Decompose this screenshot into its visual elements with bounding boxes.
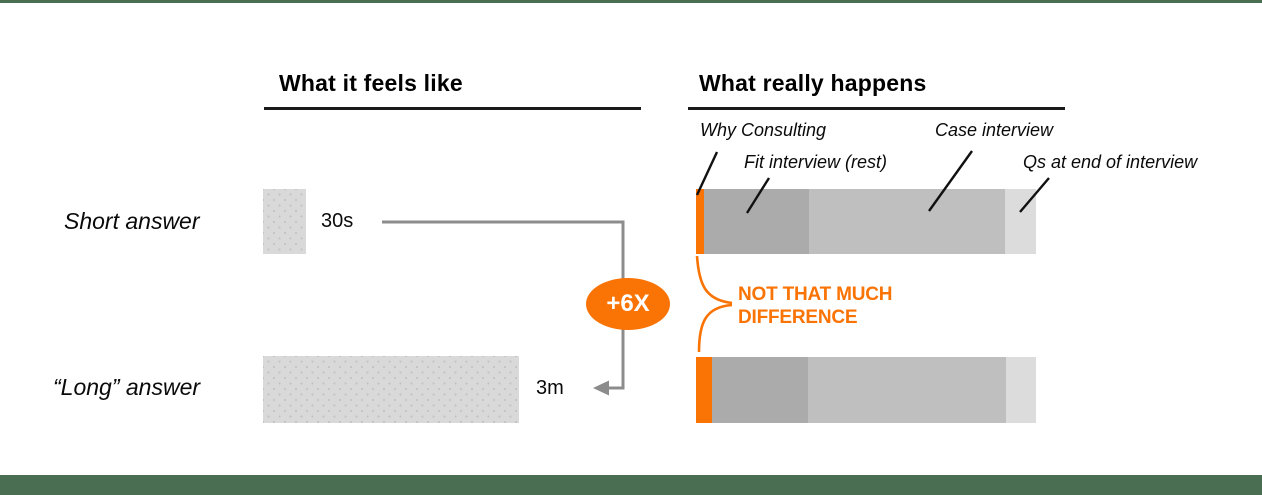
segment-case-interview <box>809 189 1006 254</box>
segment-case-interview <box>808 357 1007 423</box>
really-stacked-bar-short-answer <box>696 189 1036 254</box>
feels-bar-short-answer <box>263 189 306 254</box>
segment-label-case-interview: Case interview <box>935 120 1054 140</box>
really-title-underline <box>688 107 1065 110</box>
segment-label-qs-at-end: Qs at end of interview <box>1023 152 1198 172</box>
segment-qs-at-end-of-interview <box>1006 357 1036 423</box>
difference-annotation-line2: DIFFERENCE <box>738 307 858 328</box>
leader-line-why-consulting <box>695 151 719 196</box>
arrow-head-icon <box>593 380 609 396</box>
leader-line-qs-at-end <box>1019 177 1050 213</box>
feels-bar-long-answer <box>263 356 519 423</box>
segment-why-consulting <box>696 189 705 254</box>
top-accent-bar <box>0 0 1262 3</box>
segment-label-fit-interview: Fit interview (rest) <box>744 152 888 172</box>
short-answer-duration-label: 30s <box>321 210 354 232</box>
multiplier-badge: +6X <box>586 278 670 330</box>
row-label-long-answer: “Long” answer <box>53 374 201 400</box>
leader-line-case-interview <box>928 150 973 212</box>
leader-line-fit-interview <box>745 177 771 214</box>
long-answer-duration-label: 3m <box>536 377 564 399</box>
segment-label-why-consulting: Why Consulting <box>700 120 827 140</box>
feels-title-underline <box>264 107 641 110</box>
segment-fit-interview-rest <box>712 357 809 423</box>
difference-annotation: NOT THAT MUCH DIFFERENCE <box>738 283 893 329</box>
bottom-accent-bar <box>0 475 1262 495</box>
brace-curve-bottom <box>697 303 733 353</box>
difference-annotation-line1: NOT THAT MUCH <box>738 284 893 305</box>
really-column-title: What really happens <box>699 70 927 96</box>
segment-why-consulting <box>696 357 712 423</box>
segment-fit-interview-rest <box>704 189 810 254</box>
really-stacked-bar-long-answer <box>696 357 1036 423</box>
brace-curve-top <box>695 255 733 305</box>
row-label-short-answer: Short answer <box>64 208 200 234</box>
multiplier-badge-label: +6X <box>606 290 650 317</box>
feels-column-title: What it feels like <box>279 70 463 96</box>
